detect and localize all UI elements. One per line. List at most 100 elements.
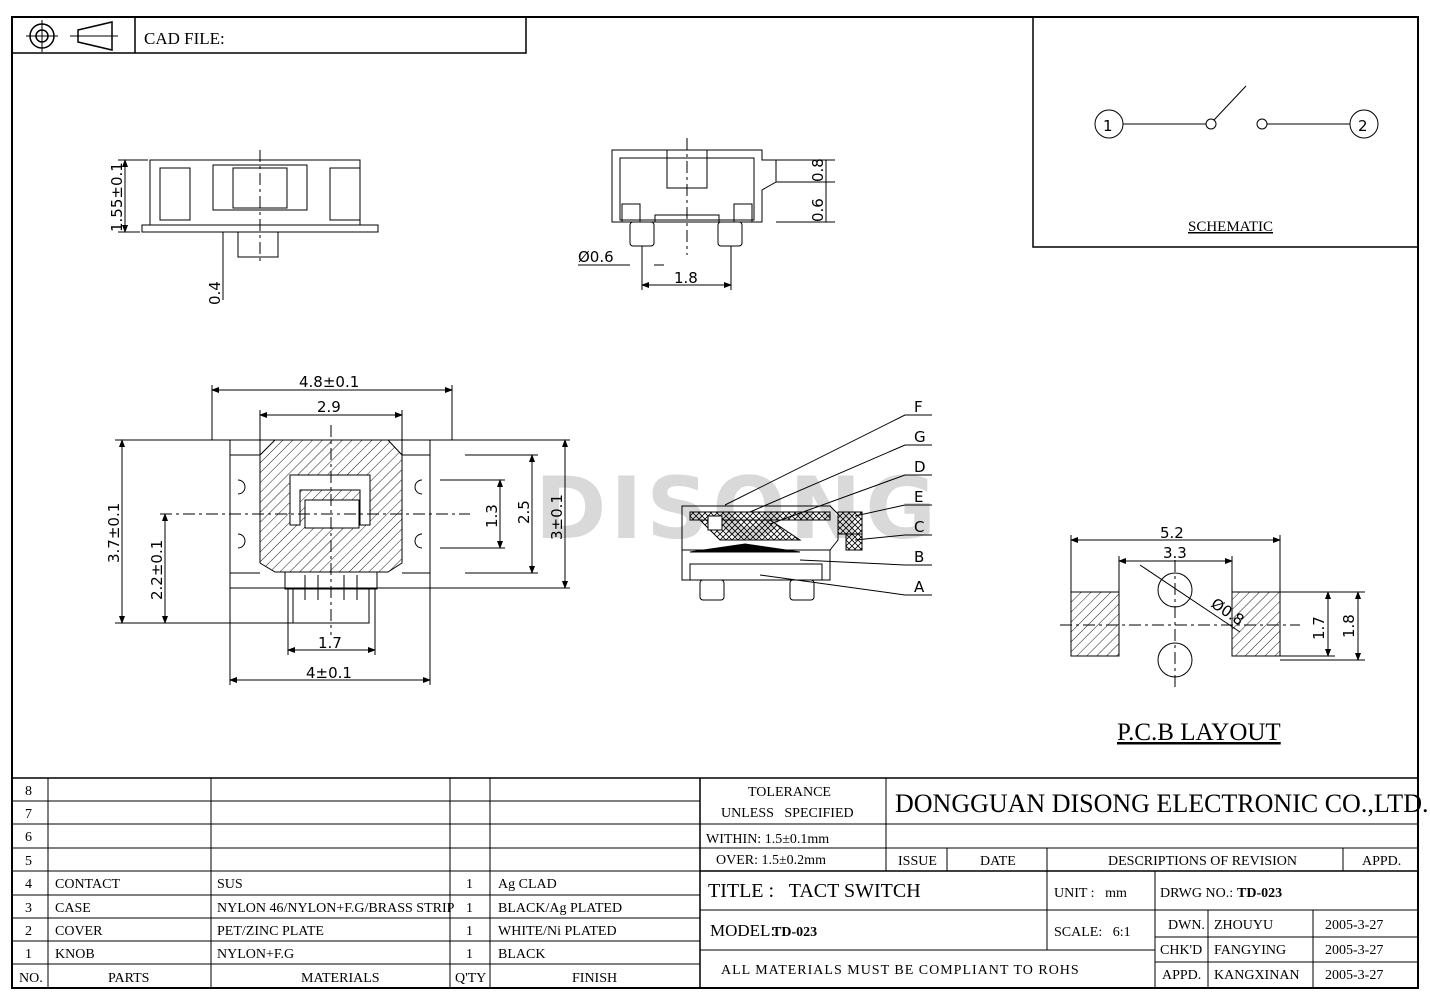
section-label-c: C xyxy=(914,518,924,536)
bom-row-material: NYLON 46/NYLON+F.G/BRASS STRIP xyxy=(217,901,455,916)
company-name: DONGGUAN DISONG ELECTRONIC CO.,LTD. xyxy=(895,789,1428,818)
bom-empty-row-5: 5 xyxy=(25,854,32,869)
revision-issue-header: ISSUE xyxy=(898,854,937,869)
bom-header-finish: FINISH xyxy=(572,971,617,986)
rohs-note: ALL MATERIALS MUST BE COMPLIANT TO ROHS xyxy=(721,963,1080,978)
drwg-value: TD-023 xyxy=(1237,886,1282,901)
bom-row-part: CASE xyxy=(55,901,91,916)
appd-label: APPD. xyxy=(1162,968,1201,983)
bom-row-qty: 1 xyxy=(466,924,473,939)
appd-name: KANGXINAN xyxy=(1214,968,1300,983)
side-view xyxy=(118,150,379,300)
section-label-f: F xyxy=(914,398,923,416)
dwn-date: 2005-3-27 xyxy=(1325,918,1383,933)
pcb-title: P.C.B LAYOUT xyxy=(1117,719,1281,746)
top-view xyxy=(115,385,570,685)
section-label-b: B xyxy=(914,548,924,566)
bom-header-materials: MATERIALS xyxy=(301,971,380,986)
chkd-name: FANGYING xyxy=(1214,943,1286,958)
bom-row-material: SUS xyxy=(217,877,243,892)
pcb-dim-18: 1.8 xyxy=(1340,614,1358,638)
section-view xyxy=(681,414,932,601)
chkd-date: 2005-3-27 xyxy=(1325,943,1383,958)
dwn-name: ZHOUYU xyxy=(1214,918,1273,933)
projection-symbol-icon xyxy=(26,20,118,52)
pcb-dim-17: 1.7 xyxy=(1310,616,1328,640)
sheet-border xyxy=(11,16,1419,989)
drawing-title: TITLE : TACT SWITCH xyxy=(708,880,921,902)
bom-header-parts: PARTS xyxy=(108,971,149,986)
revision-date-header: DATE xyxy=(980,854,1016,869)
scale-label: SCALE: 6:1 xyxy=(1054,925,1131,940)
bom-row-finish: BLACK xyxy=(498,947,545,962)
section-label-a: A xyxy=(914,578,925,596)
schematic-pin1: 1 xyxy=(1103,117,1113,135)
appd-date: 2005-3-27 xyxy=(1325,968,1383,983)
bom-row-material: NYLON+F.G xyxy=(217,947,294,962)
schematic-pin2: 2 xyxy=(1358,117,1368,135)
top-dim-25: 2.5 xyxy=(515,500,533,524)
bom-empty-row-6: 6 xyxy=(25,830,32,845)
bom-header-qty: Q'TY xyxy=(455,971,486,986)
revision-appd-header: APPD. xyxy=(1362,854,1401,869)
revision-descriptions-header: DESCRIPTIONS OF REVISION xyxy=(1108,854,1297,869)
top-dim-inner: 2.9 xyxy=(317,398,341,416)
pcb-layout xyxy=(1060,535,1365,690)
bom-row-qty: 1 xyxy=(466,901,473,916)
watermark: DISONG xyxy=(535,459,940,559)
schematic-label: SCHEMATIC xyxy=(1188,219,1273,235)
bom-row-qty: 1 xyxy=(466,947,473,962)
model-value: TD-023 xyxy=(772,925,817,940)
dwn-label: DWN. xyxy=(1168,918,1205,933)
bom-row-qty: 1 xyxy=(466,877,473,892)
section-label-e: E xyxy=(914,488,923,506)
bom-header-no: NO. xyxy=(19,971,43,986)
front-view xyxy=(578,138,835,290)
tolerance-line1: TOLERANCE xyxy=(748,785,831,800)
bom-row-part: CONTACT xyxy=(55,877,120,892)
top-dim-13: 1.3 xyxy=(483,504,501,528)
model-label: MODEL: xyxy=(710,921,775,940)
bom-row: 2 COVER PET/ZINC PLATE 1 WHITE/Ni PLATED xyxy=(25,924,617,939)
pcb-dim-52: 5.2 xyxy=(1160,524,1184,542)
bom-row-finish: BLACK/Ag PLATED xyxy=(498,901,622,916)
section-label-g: G xyxy=(914,428,926,446)
bom-empty-row-8: 8 xyxy=(25,784,32,799)
bom-row-finish: Ag CLAD xyxy=(498,877,557,892)
cad-header: CAD FILE: xyxy=(11,16,527,54)
unit-label: UNIT : mm xyxy=(1054,886,1127,901)
bom-row-finish: WHITE/Ni PLATED xyxy=(498,924,617,939)
bom-row-no: 2 xyxy=(25,924,32,939)
bom-row: 1 KNOB NYLON+F.G 1 BLACK xyxy=(25,947,545,962)
tolerance-within: WITHIN: 1.5±0.1mm xyxy=(706,832,829,847)
side-dim-pin: 0.4 xyxy=(206,281,224,305)
bom-row-part: KNOB xyxy=(55,947,95,962)
schematic-panel: 1 2 SCHEMATIC xyxy=(1032,16,1419,248)
bom-row-no: 1 xyxy=(25,947,32,962)
bom-row: 3 CASE NYLON 46/NYLON+F.G/BRASS STRIP 1 … xyxy=(25,901,622,916)
top-dim-height: 3.7±0.1 xyxy=(105,503,123,563)
bom-row-part: COVER xyxy=(55,924,103,939)
top-dim-3: 3±0.1 xyxy=(548,494,566,540)
chkd-label: CHK'D xyxy=(1160,943,1202,958)
section-label-d: D xyxy=(914,458,926,476)
bom-row: 4 CONTACT SUS 1 Ag CLAD xyxy=(25,877,557,892)
bom-row-no: 3 xyxy=(25,901,32,916)
front-dim-06: 0.6 xyxy=(809,198,827,222)
bom-table xyxy=(12,777,701,988)
title-block xyxy=(700,777,1418,988)
cad-file-label: CAD FILE: xyxy=(144,29,225,48)
front-dim-08: 0.8 xyxy=(809,158,827,182)
drwg-label: DRWG NO.: xyxy=(1160,886,1233,901)
bom-row-material: PET/ZINC PLATE xyxy=(217,924,324,939)
front-dim-pitch: 1.8 xyxy=(674,269,698,287)
pcb-dim-33: 3.3 xyxy=(1163,544,1187,562)
top-dim-22: 2.2±0.1 xyxy=(148,540,166,600)
tolerance-line2: UNLESS SPECIFIED xyxy=(721,806,854,821)
top-dim-17: 1.7 xyxy=(318,634,342,652)
tolerance-over: OVER: 1.5±0.2mm xyxy=(716,853,826,868)
front-dim-dia: Ø0.6 xyxy=(578,248,614,266)
top-dim-width: 4.8±0.1 xyxy=(299,373,359,391)
side-dim-height: 1.55±0.1 xyxy=(108,162,126,232)
